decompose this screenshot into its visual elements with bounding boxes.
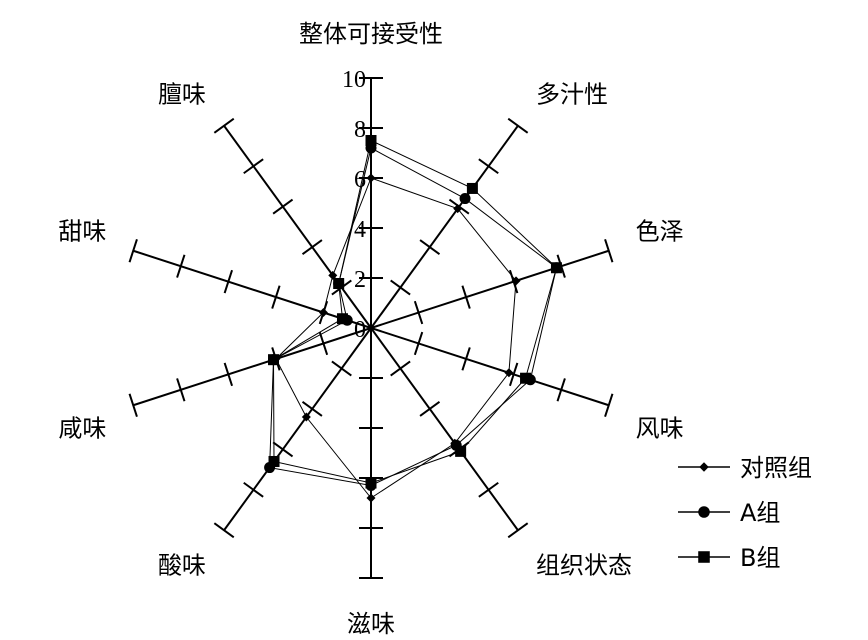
data-point-diamond [511,276,521,286]
axis-tick [176,378,186,402]
axis-label: 组织状态 [536,552,632,580]
tick-label: 8 [354,117,366,143]
data-point-diamond [366,173,376,183]
data-point-diamond [504,368,514,378]
axis-tick [390,360,411,377]
data-point-square [336,313,348,325]
series-layer [264,135,562,503]
axis-label: 多汁性 [536,80,608,108]
data-point-diamond [318,308,328,318]
axis-tick [318,331,329,356]
axis-line [370,249,610,329]
axis-tick [128,239,138,263]
legend: 对照组 A组 B组 [678,454,812,572]
axis-label: 滋味 [347,610,395,638]
axis-tick [223,362,234,387]
axis-tick [419,401,441,417]
axis-line [370,327,519,531]
axis-tick [176,254,186,278]
axis-tick [243,158,264,175]
legend-label: A组 [740,499,780,527]
axis-tick [413,300,424,325]
axis-label: 甜味 [58,217,106,245]
axis-tick [223,269,234,294]
axis-tick [331,360,352,377]
data-point-square [550,262,562,274]
axis-tick [461,285,471,309]
tick-label: 10 [342,67,366,93]
axis-tick [461,347,471,371]
axis-label: 风味 [636,415,684,443]
data-point-square [466,182,478,194]
axis-label: 膻味 [158,80,206,108]
data-point-diamond [301,412,311,422]
axis-tick [272,441,294,458]
axis-tick [478,158,499,175]
axis-tick [478,481,499,498]
tick-label: 0 [354,317,366,343]
axis-tick [301,401,323,417]
data-point-circle [459,193,471,205]
axis-tick [213,522,235,539]
axis-line [370,125,519,329]
axis-line [132,249,372,329]
data-point-square [698,551,710,563]
axis-label: 整体可接受性 [299,20,443,48]
axis-label: 酸味 [158,552,206,580]
data-point-diamond [699,462,709,472]
axis-line [132,327,372,407]
axis-tick [213,117,235,134]
data-point-square [520,372,532,384]
data-point-square [268,354,280,366]
axis-tick [390,279,411,296]
axis-tick [128,393,138,417]
tick-label: 2 [354,267,366,293]
legend-label: B组 [740,544,780,572]
axis-line [223,125,372,329]
data-point-square [268,455,280,467]
data-point-square [333,278,345,290]
axis-tick [556,378,566,402]
data-point-square [365,135,377,146]
axis-tick [243,481,264,498]
data-point-diamond [328,270,338,280]
data-point-circle [698,506,710,518]
axes-layer [128,77,614,579]
data-point-square [365,477,377,489]
axis-tick [508,362,519,387]
axis-tick [507,522,529,539]
axis-line [370,327,610,407]
axis-tick [507,117,529,134]
axis-tick [413,331,424,356]
data-point-square [455,445,467,457]
axis-tick [419,239,441,255]
data-point-diamond [366,493,376,503]
series-line [275,177,517,499]
axis-tick [271,285,281,309]
data-point-diamond [453,204,463,214]
tick-label: 4 [354,217,366,243]
legend-label: 对照组 [740,454,812,482]
axis-tick [604,239,614,263]
axis-label: 色泽 [636,217,684,245]
axis-tick [301,239,323,255]
axis-line [223,327,372,531]
tick-label: 6 [354,167,366,193]
axis-tick [272,198,294,215]
axis-label: 咸味 [58,415,106,443]
axis-tick [604,393,614,417]
